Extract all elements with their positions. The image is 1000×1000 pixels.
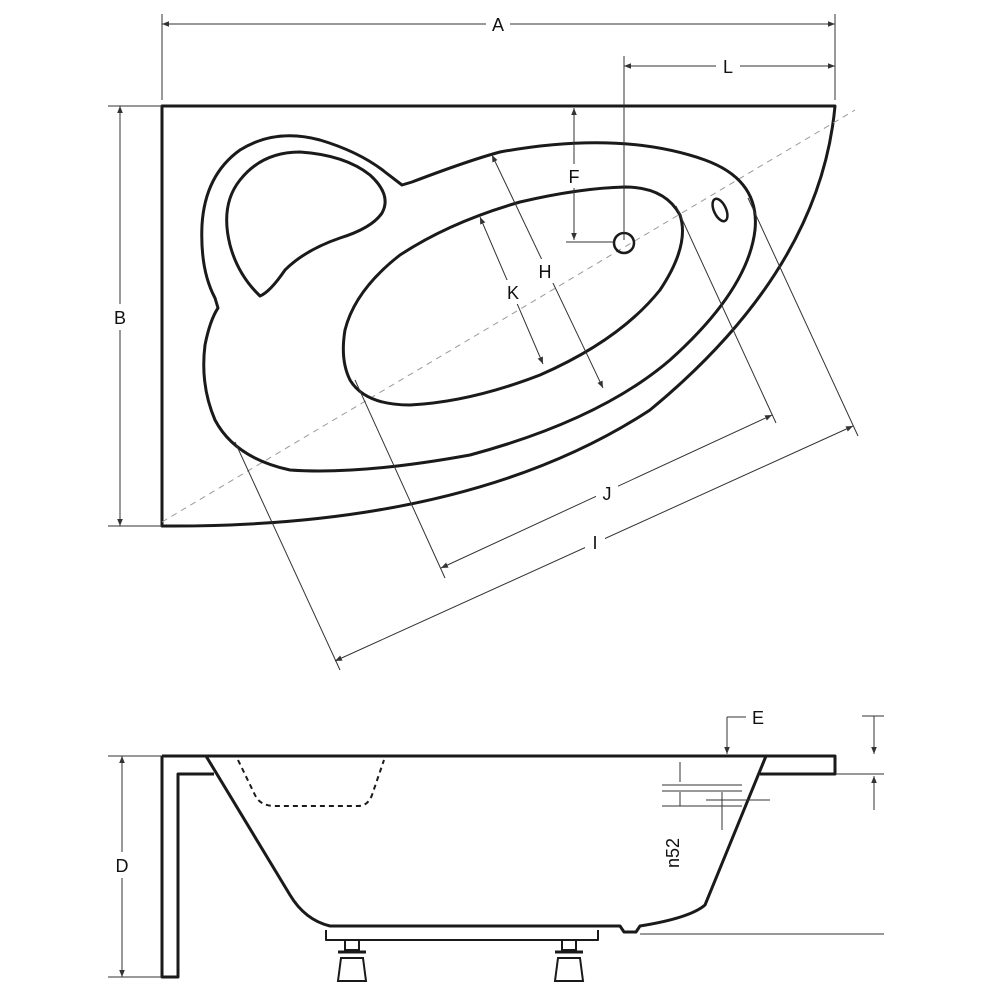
tub-rim-outline: [200, 134, 757, 473]
label-A: A: [492, 15, 504, 35]
dimension-D: D: [108, 755, 162, 978]
label-K: K: [507, 283, 519, 303]
label-E: E: [752, 708, 764, 728]
label-L: L: [723, 57, 733, 77]
front-panel: [160, 756, 214, 979]
dimension-L: L: [623, 54, 835, 240]
diagonal-axis: [161, 109, 856, 523]
label-D: D: [116, 856, 129, 876]
label-n52: n52: [663, 838, 683, 868]
side-view: D E n52: [108, 708, 884, 982]
dimension-F: F: [562, 108, 614, 243]
label-F: F: [569, 167, 580, 187]
label-H: H: [539, 262, 552, 282]
label-J: J: [603, 484, 612, 504]
label-B: B: [114, 308, 126, 328]
overflow-icon: [711, 197, 729, 223]
dimension-A: A: [161, 12, 836, 100]
label-I: I: [592, 533, 597, 553]
foot-left: [336, 939, 368, 982]
overflow-dimension: n52: [662, 762, 770, 868]
headrest-dashed-profile: [237, 759, 385, 807]
top-view: A L B F H: [108, 12, 859, 671]
side-tub-body: [204, 755, 768, 934]
dimension-E: E: [724, 708, 764, 754]
rim-thickness-dimension: [836, 715, 884, 810]
dimension-K: K: [479, 216, 544, 365]
tub-basin-outline: [341, 185, 684, 407]
dimension-J: J: [354, 205, 777, 579]
side-tub-base: [325, 930, 599, 941]
side-rim: [162, 754, 837, 776]
foot-right: [553, 939, 585, 982]
dimension-B: B: [108, 105, 162, 527]
dimension-I: I: [234, 197, 859, 671]
headrest-recess: [225, 150, 387, 298]
